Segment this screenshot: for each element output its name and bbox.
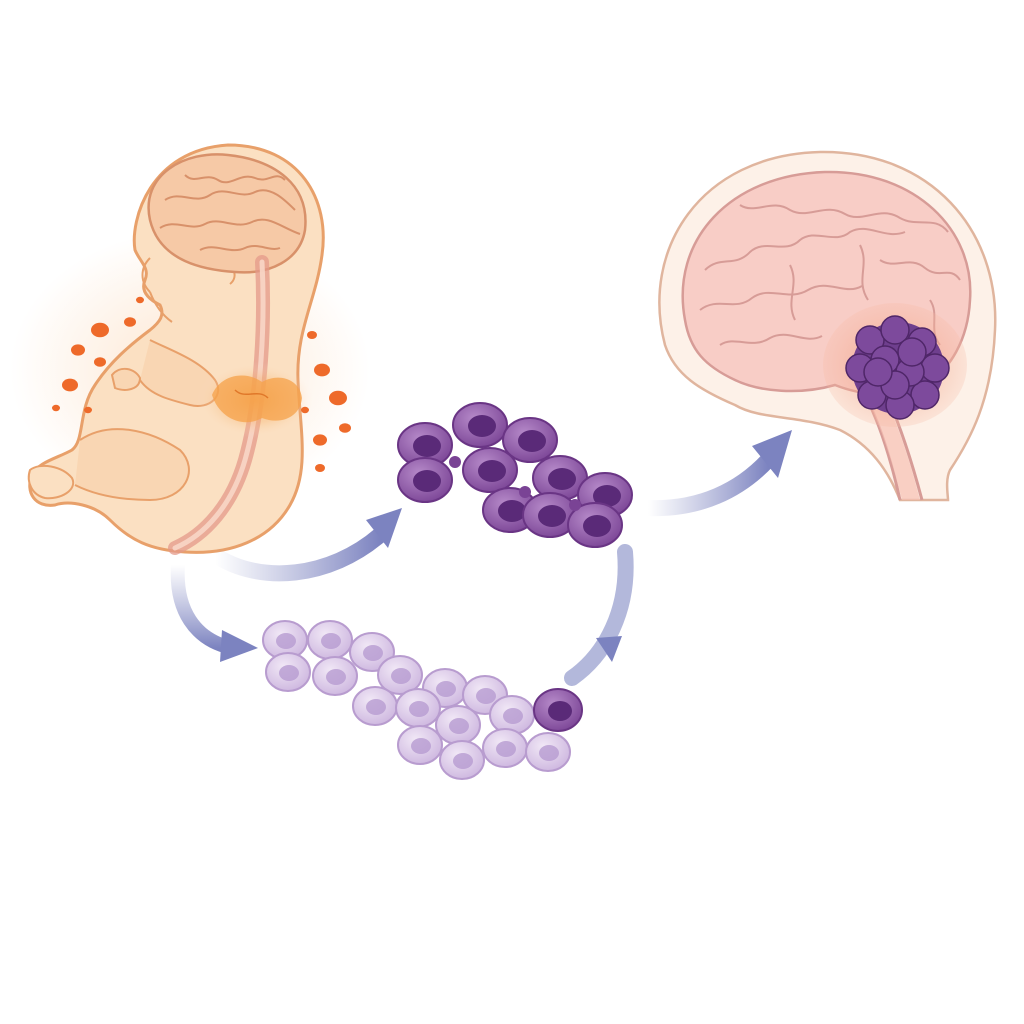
light-cell	[352, 686, 398, 726]
light-cell-cluster	[262, 620, 583, 780]
light-cell	[525, 732, 571, 772]
tumor-lobule	[910, 380, 940, 410]
light-cell	[395, 688, 441, 728]
tumor-lobule	[863, 357, 893, 387]
fetus-figure	[10, 143, 370, 555]
orange-particle	[314, 363, 330, 377]
orange-particle	[52, 404, 60, 412]
dark-cell	[567, 502, 623, 548]
orange-particle	[307, 331, 317, 339]
dark-cell	[522, 492, 578, 538]
arrow-cells-to-brain	[640, 452, 776, 517]
orange-particle	[62, 378, 78, 392]
light-cell	[349, 632, 395, 672]
dark-cell	[533, 688, 583, 732]
light-cell	[482, 728, 528, 768]
fetus-face	[141, 257, 173, 323]
arrowhead-dark-cells	[366, 508, 402, 548]
arrowhead-light-cells	[220, 630, 258, 662]
cell-junction	[449, 456, 461, 468]
orange-particle	[91, 322, 109, 338]
fetus-leg	[74, 428, 190, 502]
light-cell	[439, 740, 485, 780]
orange-particle	[315, 464, 325, 472]
orange-particle	[84, 406, 92, 414]
arrow-light-to-dark-cells	[564, 544, 634, 686]
orange-particle	[136, 296, 144, 304]
fetal-brain	[147, 153, 307, 274]
tumor-lobule	[855, 325, 885, 355]
orange-particle	[301, 406, 309, 414]
fetus-hand	[110, 367, 142, 391]
light-cell	[489, 695, 535, 735]
arrowhead-brain	[752, 430, 792, 478]
orange-particle	[313, 434, 327, 446]
cell-junction	[519, 486, 531, 498]
orange-particles	[52, 296, 351, 472]
tumor-lobule	[880, 315, 910, 345]
light-cell	[307, 620, 353, 660]
light-cell	[265, 652, 311, 692]
orange-particle	[124, 317, 136, 327]
dark-cell-cluster	[397, 402, 633, 548]
adrenal-gland	[197, 362, 313, 438]
dark-cell	[532, 455, 588, 501]
dark-cell	[397, 457, 453, 503]
light-cell	[435, 705, 481, 745]
dark-cell	[462, 447, 518, 493]
orange-particle	[94, 357, 106, 367]
dark-cell	[452, 402, 508, 448]
orange-particle	[339, 423, 351, 433]
light-cell	[397, 725, 443, 765]
light-cell	[377, 655, 423, 695]
flow-arrows	[170, 430, 792, 686]
fetus-foot	[27, 464, 75, 500]
dark-cell	[397, 422, 453, 468]
cell-junction	[569, 499, 581, 511]
orange-particle	[329, 390, 347, 406]
orange-particle	[71, 344, 85, 356]
arrow-fetus-to-dark-cells	[207, 527, 388, 582]
tumor-mass	[845, 315, 950, 420]
adult-brain	[658, 150, 997, 502]
dark-cell	[502, 417, 558, 463]
brain-tumor	[823, 303, 967, 427]
tumor-lobule	[897, 337, 927, 367]
light-cell	[312, 656, 358, 696]
arrowhead-reverse	[596, 636, 622, 662]
arrow-fetus-to-light-cells	[170, 558, 239, 655]
